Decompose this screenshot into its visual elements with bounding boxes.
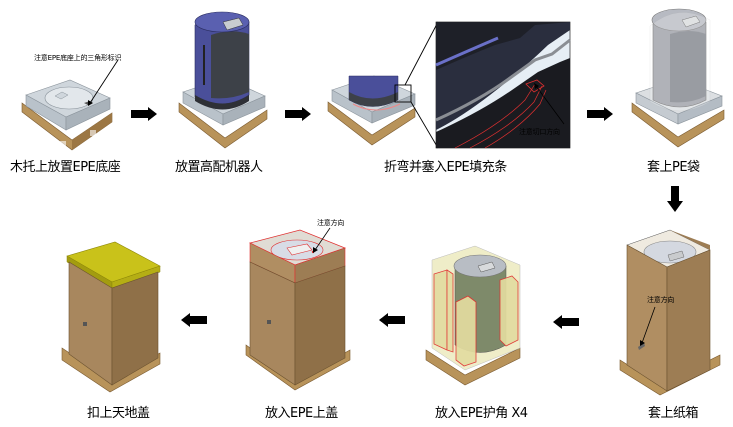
robot-on-pallet-illustration <box>178 11 268 149</box>
step-2-caption: 放置高配机器人 <box>175 160 263 175</box>
step-7-note: 注意方向 <box>317 219 345 227</box>
carton-right-face <box>666 249 711 392</box>
arrow-left-icon <box>379 313 405 327</box>
step-5-note: 注意方向 <box>647 296 675 304</box>
pallet <box>327 101 416 146</box>
step-8: 扣上天地盖 <box>55 230 180 427</box>
step-4: 套上PE袋 <box>620 0 733 175</box>
step-3-caption: 折弯并塞入EPE填充条 <box>384 160 507 175</box>
arrow-right-icon <box>285 107 311 121</box>
pe-bag <box>649 12 711 112</box>
step-6-caption: 放入EPE护角 X4 <box>435 406 528 421</box>
arrow-right-icon <box>131 107 157 121</box>
circular-recess <box>44 86 94 110</box>
carton-over-robot-illustration <box>619 229 721 396</box>
robot-screen <box>222 17 244 31</box>
step-5: 注意方向 套上纸箱 <box>610 215 733 427</box>
arrow-left-icon <box>553 315 579 329</box>
step-7-caption: 放入EPE上盖 <box>265 406 338 421</box>
step-6: 放入EPE护角 X4 <box>420 240 550 427</box>
pe-bag-illustration <box>631 8 725 148</box>
flow-arrow-right-2 <box>285 107 311 121</box>
epe-corners-illustration <box>425 245 521 386</box>
step-1-note: 注意EPE底座上的三角形标识 <box>34 54 122 62</box>
top-bottom-lid-illustration <box>61 241 161 393</box>
carton-right-face <box>111 271 159 386</box>
detail-callout-box <box>394 84 412 103</box>
carton-right-face <box>294 265 346 386</box>
flow-arrow-right-1 <box>131 107 157 121</box>
leader-line <box>535 85 565 125</box>
carton-left-face <box>249 261 296 386</box>
step-5-caption: 套上纸箱 <box>648 406 699 421</box>
arrow-down-icon <box>667 186 683 212</box>
arrow-left-icon <box>181 313 207 327</box>
flow-arrow-left-3 <box>181 313 207 327</box>
cut-highlight <box>525 79 545 93</box>
step-3: 注意切口方向 折弯并塞入EPE填充条 <box>320 0 575 175</box>
robot-panel <box>211 31 249 99</box>
epe-top-cap-illustration <box>245 227 351 391</box>
flow-arrow-right-3 <box>587 107 613 121</box>
epe-corner-3 <box>499 275 519 347</box>
leader-line <box>314 227 331 251</box>
epe-corner-2 <box>455 295 477 367</box>
epe-filler-strip-illustration <box>327 21 571 149</box>
pallet <box>178 102 268 149</box>
arrow-right-icon <box>587 107 613 121</box>
orientation-mark <box>638 343 645 350</box>
epe-base-on-pallet-illustration <box>21 59 119 151</box>
step-7: 注意方向 放入EPE上盖 <box>240 210 370 427</box>
flow-arrow-left-2 <box>379 313 405 327</box>
leader-line <box>641 306 656 344</box>
epe-corner-1 <box>433 269 448 351</box>
carton-left-face <box>626 244 668 392</box>
pallet <box>631 102 725 148</box>
pallet <box>425 347 521 386</box>
flow-arrow-left-1 <box>553 315 579 329</box>
detail-inset <box>435 21 571 149</box>
flow-arrow-down <box>667 186 683 212</box>
step-1-caption: 木托上放置EPE底座 <box>10 160 121 175</box>
step-3-note: 注意切口方向 <box>519 128 560 136</box>
step-1: 注意EPE底座上的三角形标识 木托上放置EPE底座 <box>0 0 140 175</box>
step-4-caption: 套上PE袋 <box>647 160 700 175</box>
step-2: 放置高配机器人 <box>165 0 285 175</box>
step-8-caption: 扣上天地盖 <box>87 406 150 421</box>
leader-line <box>89 59 119 104</box>
